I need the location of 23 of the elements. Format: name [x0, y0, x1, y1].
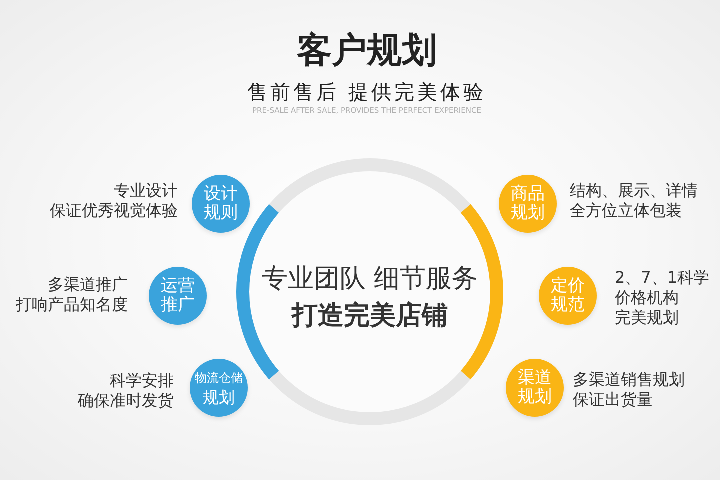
description-line: 多渠道销售规划: [573, 370, 685, 390]
title: 客户规划: [296, 30, 438, 73]
description-line: 确保准时发货: [78, 391, 174, 411]
topic-label: 商品规划: [510, 185, 546, 223]
description-line: 完美规划: [615, 308, 680, 328]
center-tagline: 专业团队 细节服务: [260, 263, 480, 296]
center-headline: 打造完美店铺: [290, 300, 449, 333]
description-line: 多渠道推广: [47, 275, 128, 295]
topic-label: 渠道规划: [517, 369, 553, 407]
description-line: 保证优秀视觉体验: [50, 201, 178, 221]
description-line: 专业设计: [113, 181, 178, 201]
description-line: 全方位立体包装: [570, 201, 683, 221]
description-line: 保证出货量: [573, 390, 654, 410]
topic-label: 设计规则: [203, 185, 239, 223]
topic-label: 运营推广: [160, 277, 196, 315]
topic-label: 物流仓储规划: [194, 370, 244, 407]
description-line: 价格机构: [615, 288, 680, 308]
description-line: 科学安排: [109, 371, 174, 391]
description-line: 结构、展示、详情: [570, 181, 698, 201]
topic-label: 定价规范: [550, 277, 586, 315]
description-line: 2、7、1科学: [615, 268, 710, 288]
subtitle: 售前售后 提供完美体验: [246, 79, 488, 105]
description-line: 打响产品知名度: [16, 295, 128, 315]
